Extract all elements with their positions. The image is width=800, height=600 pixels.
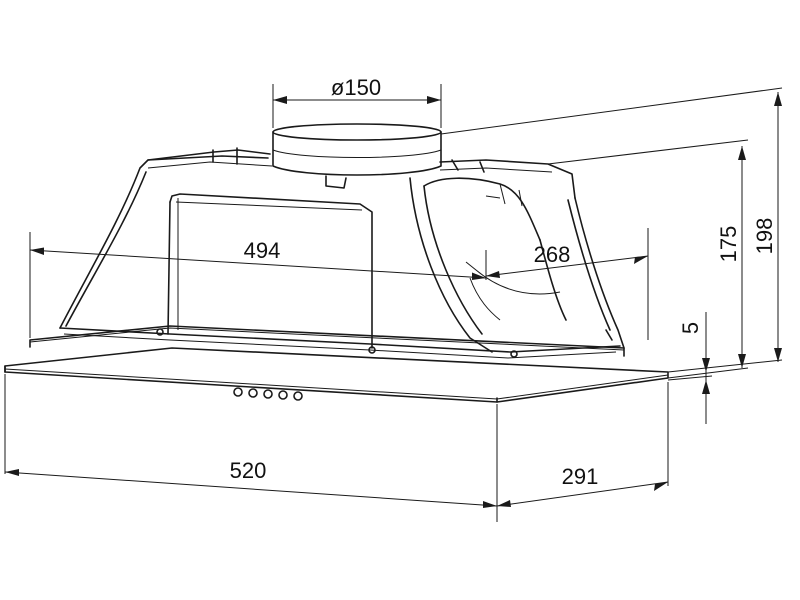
- duct-collar: [272, 123, 442, 189]
- dim-inner-width: 494: [29, 232, 487, 338]
- dim-plate-thickness: 5: [667, 312, 713, 424]
- inner-depth-label: 268: [534, 242, 571, 267]
- inner-height-label: 175: [716, 226, 741, 263]
- side-filter: [409, 177, 567, 353]
- plate-thickness-label: 5: [678, 322, 703, 334]
- inner-width-label: 494: [244, 238, 281, 263]
- dim-inner-depth: 268: [485, 228, 649, 340]
- housing-body: [59, 147, 625, 359]
- total-height-label: 198: [752, 218, 777, 255]
- duct-diameter-label: ø150: [331, 75, 381, 100]
- dim-outer-depth: 291: [496, 382, 669, 507]
- outer-depth-label: 291: [562, 464, 599, 489]
- dim-outer-width: 520: [4, 374, 498, 522]
- base-plate: [4, 325, 669, 403]
- dim-duct-diameter: ø150: [272, 75, 442, 128]
- outer-width-label: 520: [230, 458, 267, 483]
- motor-box: [167, 193, 373, 349]
- dim-heights: 175 198: [440, 87, 783, 379]
- control-knobs: [233, 387, 303, 401]
